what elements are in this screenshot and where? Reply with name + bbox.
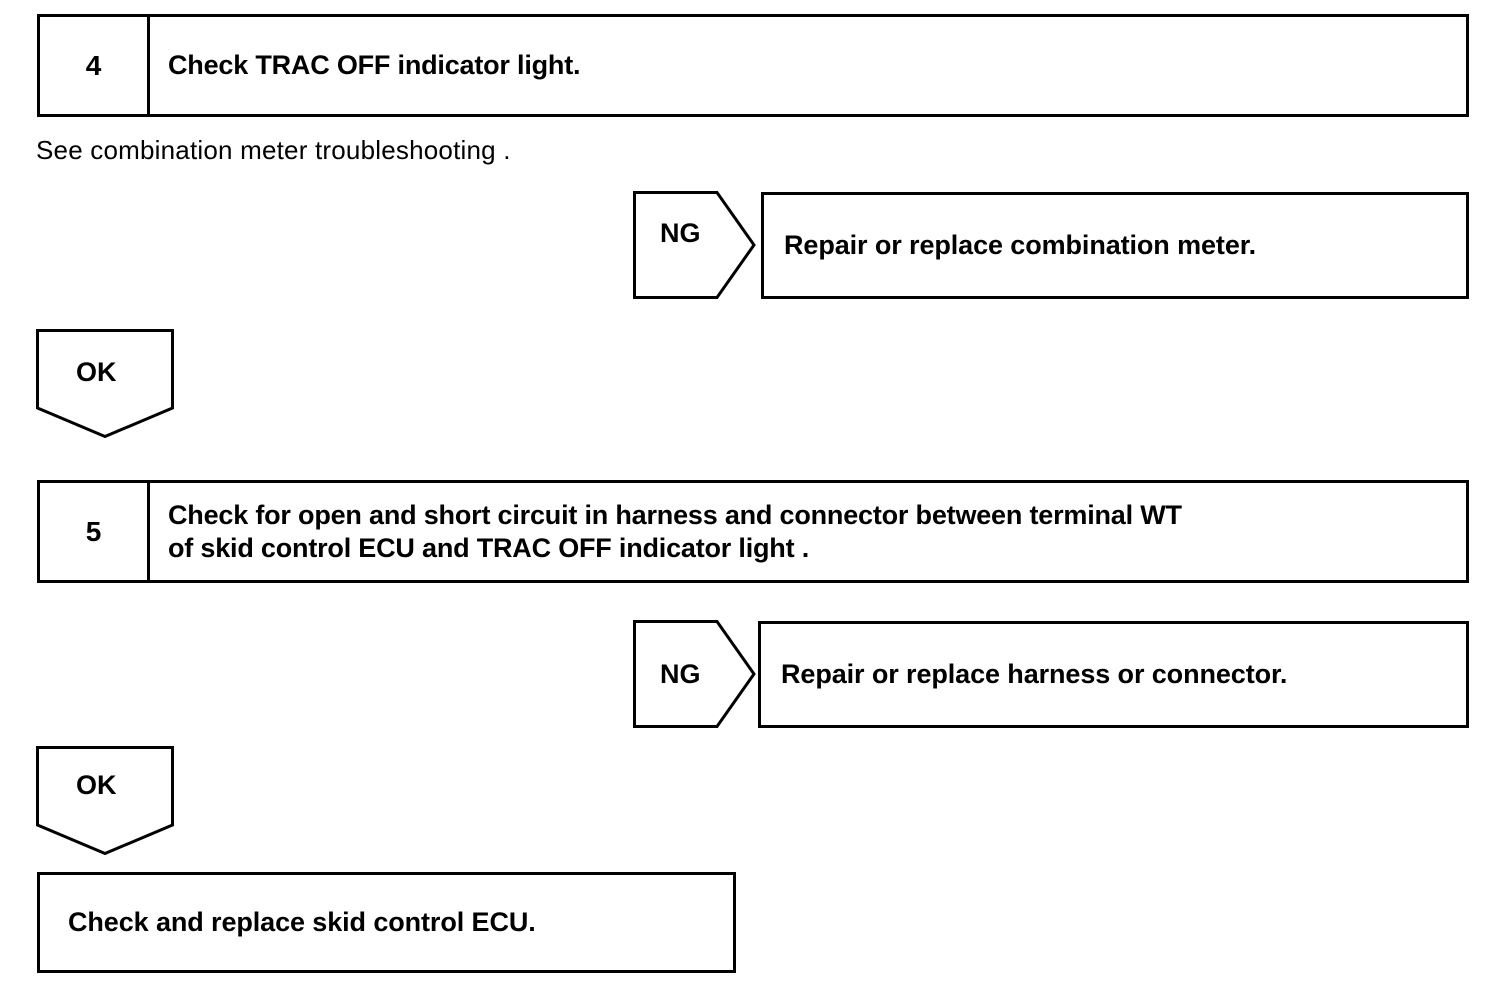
step-title-line2: of skid control ECU and TRAC OFF indicat… [168, 532, 809, 563]
note-text: See combination meter troubleshooting . [36, 135, 511, 165]
repair-text: Repair or replace combination meter. [784, 230, 1257, 260]
note-combination-meter: See combination meter troubleshooting . [36, 135, 511, 166]
ng-label-1: NG [660, 218, 701, 249]
ok-arrow-2[interactable] [36, 746, 176, 856]
ok-label-2: OK [76, 770, 117, 801]
repair-box-combination-meter[interactable]: Repair or replace combination meter. [761, 192, 1469, 299]
ng-text: NG [660, 218, 701, 248]
ng-pentagon-shape [633, 191, 756, 299]
repair-box-harness-connector[interactable]: Repair or replace harness or connector. [758, 621, 1469, 728]
ok-label-1: OK [76, 357, 117, 388]
step-box-4[interactable]: 4 Check TRAC OFF indicator light. [37, 14, 1469, 117]
ok-text: OK [76, 770, 117, 800]
ng-label-2: NG [660, 659, 701, 690]
repair-text: Repair or replace harness or connector. [781, 659, 1288, 689]
step-number: 4 [85, 49, 102, 81]
step-text-cell: Check TRAC OFF indicator light. [150, 17, 1466, 114]
final-text: Check and replace skid control ECU. [68, 907, 536, 937]
ng-text: NG [660, 659, 701, 689]
step-title: Check for open and short circuit in harn… [168, 499, 1182, 530]
ok-arrow-1[interactable] [36, 329, 176, 439]
ng-arrow-2[interactable] [633, 620, 757, 728]
step-box-5[interactable]: 5 Check for open and short circuit in ha… [37, 480, 1469, 583]
step-text-cell: Check for open and short circuit in harn… [150, 483, 1466, 580]
step-number-cell: 5 [40, 483, 150, 580]
step-number-cell: 4 [40, 17, 150, 114]
step-title: Check TRAC OFF indicator light. [168, 50, 581, 81]
step-number: 5 [85, 515, 102, 547]
ok-text: OK [76, 357, 117, 387]
ok-pentagon-shape [36, 329, 174, 439]
ng-pentagon-shape [633, 620, 756, 728]
ng-arrow-1[interactable] [633, 191, 757, 299]
final-action-box[interactable]: Check and replace skid control ECU. [37, 872, 736, 973]
ok-pentagon-shape [36, 746, 174, 856]
